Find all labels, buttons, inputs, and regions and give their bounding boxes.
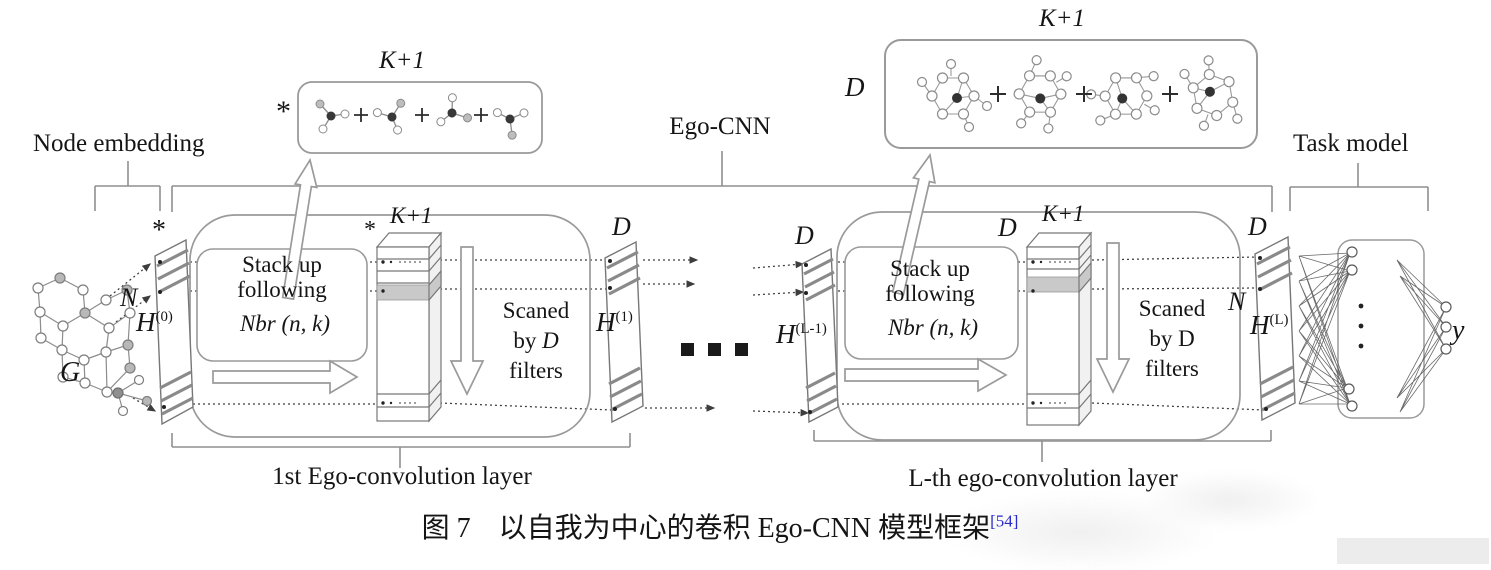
nbr1-label: Nbr (n, k) bbox=[239, 311, 331, 336]
hl-d-label: D bbox=[1248, 212, 1267, 241]
h1-d-label: D bbox=[612, 212, 631, 241]
filter-box-large bbox=[884, 39, 1260, 149]
filter-box-small-star: * bbox=[276, 95, 291, 128]
bracket-layer1 bbox=[171, 433, 631, 468]
scan1-line1: Scaned bbox=[502, 298, 570, 323]
stack2-line2: following bbox=[885, 281, 975, 306]
stack-box-1 bbox=[196, 248, 368, 362]
brace-ego-cnn bbox=[171, 151, 1273, 212]
scan1-line3: filters bbox=[509, 358, 563, 383]
layerL-box bbox=[836, 211, 1241, 441]
h0-n-label: N bbox=[120, 283, 138, 312]
task-model-label: Task model bbox=[1293, 130, 1409, 157]
input-graph bbox=[32, 272, 153, 417]
h1-matrix bbox=[604, 240, 644, 424]
plus-signs-small bbox=[354, 108, 488, 122]
col2-d: D bbox=[998, 213, 1017, 242]
layer1-caption: 1st Ego-convolution layer bbox=[272, 463, 532, 490]
task-network bbox=[1298, 239, 1452, 419]
col1-star: * bbox=[364, 217, 376, 243]
brace-node-embedding bbox=[94, 161, 161, 211]
filter-box-small bbox=[297, 81, 543, 154]
hl-label: H(L) bbox=[1250, 310, 1289, 340]
plus-signs-large bbox=[990, 86, 1178, 102]
filter-box-large-d: D bbox=[845, 72, 865, 102]
hl-n-label: N bbox=[1228, 287, 1246, 316]
bracket-layerL bbox=[813, 430, 1272, 462]
hl-1-matrix bbox=[801, 247, 839, 424]
h0-star: * bbox=[152, 215, 166, 246]
up-arrow-2 bbox=[891, 152, 936, 296]
hl-matrix bbox=[1254, 235, 1296, 422]
nbr2-label: Nbr (n, k) bbox=[887, 315, 979, 340]
graph-g-label: G bbox=[60, 357, 81, 388]
scan1-line2: by D bbox=[513, 328, 559, 353]
right-arrow-2 bbox=[844, 357, 1008, 393]
hl-1-d-label: D bbox=[795, 221, 814, 250]
down-arrow-1 bbox=[449, 246, 485, 396]
layerL-caption: L-th ego-convolution layer bbox=[908, 465, 1178, 492]
h1-label: H(1) bbox=[596, 307, 633, 337]
right-arrow-1 bbox=[212, 359, 359, 395]
scan2-line1: Scaned bbox=[1138, 296, 1206, 321]
stack2-line1: Stack up bbox=[890, 256, 970, 281]
stack1-line2: following bbox=[237, 277, 327, 302]
scan2-line3: filters bbox=[1145, 356, 1199, 381]
stack-box-2 bbox=[844, 246, 1019, 360]
conv-column-2 bbox=[1025, 231, 1093, 427]
scan2-line2: by D bbox=[1149, 326, 1195, 351]
col2-k: K+1 bbox=[1042, 201, 1085, 226]
col1-k: K+1 bbox=[390, 203, 433, 228]
conv-column-1 bbox=[375, 231, 443, 423]
ellipsis-dots bbox=[681, 343, 748, 356]
down-arrow-2 bbox=[1095, 242, 1131, 394]
filter-box-large-k: K+1 bbox=[1038, 5, 1086, 32]
y-output-label: y bbox=[1452, 315, 1465, 346]
up-arrow-1 bbox=[281, 157, 318, 301]
h0-matrix bbox=[154, 238, 194, 426]
stack1-line1: Stack up bbox=[242, 252, 322, 277]
brace-task-model bbox=[1289, 163, 1429, 211]
ego-cnn-label: Ego-CNN bbox=[669, 113, 771, 140]
hl-1-label: H(L-1) bbox=[776, 319, 827, 349]
figure-reference: [54] bbox=[990, 511, 1019, 531]
h0-label: H(0) bbox=[136, 307, 173, 337]
node-embedding-label: Node embedding bbox=[33, 130, 205, 157]
filter-box-small-k: K+1 bbox=[378, 47, 426, 74]
figure-caption: 图 7 以自我为中心的卷积 Ego-CNN 模型框架[54] bbox=[421, 511, 1019, 544]
